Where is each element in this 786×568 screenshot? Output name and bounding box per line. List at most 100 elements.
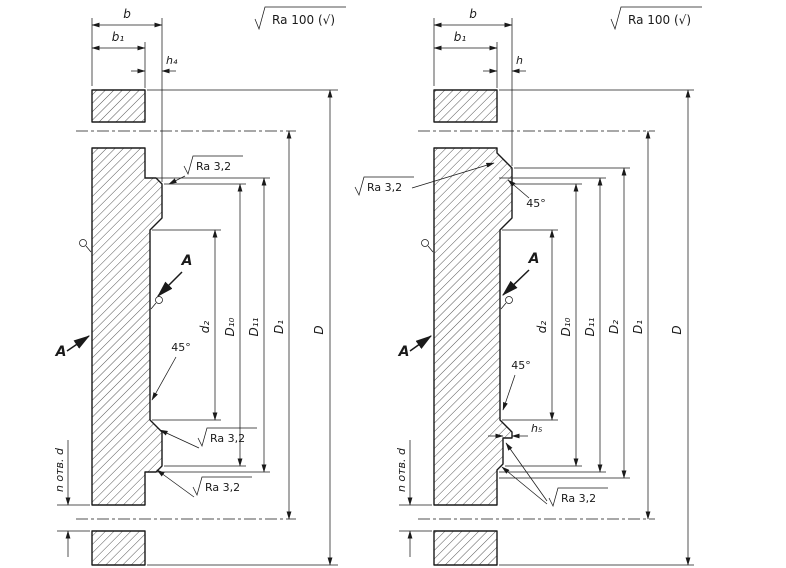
dim-label-D11: D₁₁ [583,317,597,336]
roughness-value: Ra 3,2 [205,481,240,494]
roughness-symbol-icon [192,476,252,497]
chamfer-label: 45° [526,197,546,210]
roughness-note-suffix: (√) [318,13,335,27]
chamfer-callout-mid: 45° [502,359,531,411]
dim-label-D2: D₂ [607,320,621,334]
holes-label: n отв. d [395,447,408,492]
roughness-value: Ra 3,2 [210,432,245,445]
leader-line [157,271,183,297]
dimension-D: D [499,89,694,566]
dim-label-b: b [123,7,131,21]
surface-mark-tail [427,245,434,253]
leader-line [505,442,548,502]
roughness-value: Ra 3,2 [561,492,596,505]
dim-label-D: D [312,325,326,334]
flange-rim-bottom-section [433,530,498,566]
dim-label-h4: h₄ [166,54,178,67]
leader-line [159,429,200,449]
roughness-mark-3: Ra 3,2 [156,469,252,498]
dim-label-b1: b₁ [112,30,125,44]
dim-label-h5: h₅ [531,422,542,435]
leader-line [507,179,530,199]
part-section [433,89,513,566]
roughness-symbol-icon [183,155,243,176]
dimension-D1: D₁ [272,130,292,520]
surface-finish-mark-2 [150,296,163,310]
dimension-D10: D₁₀ [505,183,582,467]
bolt-holes-callout: n отв. d [395,440,432,557]
roughness-symbol-icon [197,427,257,448]
dim-label-d2: d₂ [198,321,212,334]
surface-mark-tail [85,245,92,253]
flange-rim-bottom-section [91,530,146,566]
leader-line [501,466,548,505]
leader-line [502,374,516,411]
chamfer-label: 45° [511,359,531,372]
dim-label-D1: D₁ [631,320,645,334]
chamfer-callout: 45° [151,341,191,401]
roughness-note-suffix: (√) [674,13,691,27]
surface-label: A [398,344,410,360]
roughness-value: Ra 3,2 [367,181,402,194]
surface-mark-tail [150,302,157,310]
dimension-b1: b₁ [91,30,146,88]
surface-label: A [55,344,67,360]
dim-label-h: h [516,54,523,67]
surface-label: A [528,251,540,267]
surface-mark-tail [500,302,507,310]
dimension-h: h [483,54,526,74]
roughness-mark-2: Ra 3,2 [501,442,608,508]
dimension-h4: h₄ [131,54,178,74]
surface-mark-icon [505,296,513,304]
flange-body-section [433,147,513,506]
leader-line [168,175,186,185]
holes-label: n отв. d [53,447,66,492]
dimension-d2: d₂ [502,229,558,421]
dim-label-b: b [469,7,477,21]
dimension-D2: D₂ [499,167,630,479]
leader-line [502,269,530,296]
surface-label: A [181,253,193,269]
roughness-symbol-icon [354,176,414,197]
flange-rim-top-section [433,89,498,123]
dimension-d2: d₂ [152,229,221,421]
roughness-symbol-icon [548,487,608,508]
surface-finish-mark-1 [421,239,434,253]
roughness-mark-2: Ra 3,2 [159,427,257,449]
dimension-b: b [433,7,513,166]
dimension-D11: D₁₁ [147,177,270,473]
surface-a-callout-1: A [502,251,540,296]
flange-body-section [91,147,163,506]
roughness-mark-1: Ra 3,2 [354,162,495,197]
right-flange-view: b b₁ h Ra 100 (√) d₂ [354,6,702,566]
leader-line [66,335,90,352]
chamfer-callout-top: 45° [507,179,546,210]
surface-finish-mark-2 [500,296,513,310]
dim-label-D10: D₁₀ [559,317,573,336]
bolt-holes-callout: n отв. d [53,440,90,557]
part-section [91,89,163,566]
dimension-b1: b₁ [433,30,498,88]
surface-mark-icon [155,296,163,304]
leader-line [156,469,195,498]
dim-label-D: D [670,325,684,334]
left-flange-view: b b₁ h₄ Ra 100 (√) d₂ [53,6,346,566]
roughness-symbol-icon [254,6,346,31]
leader-line [411,162,495,189]
surface-a-callout-2: A [398,335,432,360]
roughness-value: Ra 3,2 [196,160,231,173]
roughness-note-text: Ra 100 [272,13,314,27]
general-roughness-note: Ra 100 (√) [254,6,346,31]
dimension-D: D [147,89,338,566]
dimension-D1: D₁ [631,130,651,520]
dimension-h5: h₅ [488,422,542,439]
surface-mark-icon [421,239,429,247]
dim-label-b1: b₁ [454,30,467,44]
leader-line [409,335,432,352]
dimension-D11: D₁₁ [499,177,606,473]
surface-a-callout-1: A [157,253,193,297]
surface-mark-icon [79,239,87,247]
dim-label-d2: d₂ [535,321,549,334]
dim-label-D11: D₁₁ [247,317,261,336]
